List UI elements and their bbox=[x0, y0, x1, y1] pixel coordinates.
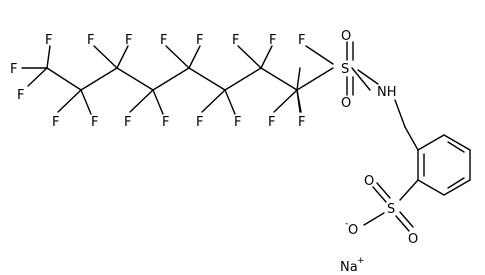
f-label: F bbox=[17, 88, 24, 103]
carbon-chain bbox=[46, 67, 334, 113]
f-label: F bbox=[268, 115, 275, 130]
f-label: F bbox=[160, 33, 167, 48]
f-label: F bbox=[234, 115, 241, 130]
sulfonyl-oxygen-bottom-label: O bbox=[341, 96, 351, 111]
minus-charge: - bbox=[345, 219, 348, 229]
sulfonamide-sulfur-label: S bbox=[341, 62, 349, 77]
sulfonate-oxygen-lower-label: O bbox=[408, 232, 418, 247]
benzene-ring bbox=[417, 134, 471, 196]
f-label: F bbox=[232, 33, 239, 48]
f-label: F bbox=[269, 33, 276, 48]
sulfonyl-oxygen-top-label: O bbox=[341, 29, 351, 44]
cf-bonds bbox=[21, 45, 301, 115]
sulfonate-oxygen-upper-label: O bbox=[364, 174, 374, 189]
sulfonate-group bbox=[363, 179, 419, 232]
sodium-label: Na bbox=[340, 260, 358, 275]
sulfonate-oxygen-anion-label: O bbox=[348, 223, 358, 238]
f-label: F bbox=[125, 33, 132, 48]
f-label: F bbox=[298, 115, 305, 130]
f-label: F bbox=[162, 115, 169, 130]
f-label: F bbox=[91, 115, 98, 130]
f-label: F bbox=[124, 115, 131, 130]
f-label: F bbox=[87, 33, 94, 48]
f-label: F bbox=[45, 33, 52, 48]
f-label: F bbox=[10, 62, 17, 77]
sulfonate-sulfur-label: S bbox=[387, 202, 395, 217]
f-label: F bbox=[196, 33, 203, 48]
f-label: F bbox=[298, 33, 305, 48]
f-label: F bbox=[196, 115, 203, 130]
fluorine-labels: F F F F F F F F F F F F F F F F F F bbox=[10, 33, 305, 130]
sulfonamide-group bbox=[305, 41, 419, 151]
f-label: F bbox=[52, 115, 59, 130]
plus-charge: + bbox=[357, 256, 365, 266]
nh-label: NH bbox=[377, 85, 397, 100]
